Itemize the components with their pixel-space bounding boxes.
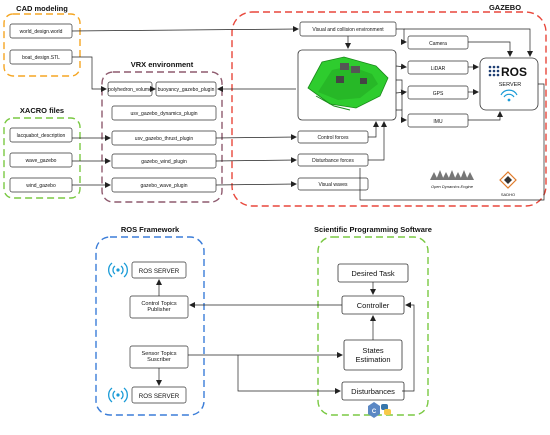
xacro-wave-box [9, 152, 73, 168]
ros-subscriber-text-wrap: Sensor Topics Suscriber [141, 350, 177, 363]
sci-desired-task-label: Desired Task [351, 269, 394, 278]
ros-server-bottom-box [131, 386, 187, 404]
ros-group-frame [95, 236, 205, 416]
gazebo-group-title: GAZEBO [489, 3, 521, 12]
ros-group-title: ROS Framework [121, 225, 180, 234]
ode-logo-text: Open Dynamics Engine [431, 184, 474, 189]
sadho-logo-text: SADHO [501, 192, 515, 197]
xacro-lacquabot-box [9, 127, 73, 143]
sensor-gps-box [407, 85, 469, 100]
xacro-group-frame [3, 117, 81, 199]
gazebo-disturbance-forces-label: Disturbance forces [312, 158, 354, 164]
ode-logo: Open Dynamics Engine [430, 170, 474, 189]
cad-group-title: CAD modeling [16, 4, 68, 13]
xacro-group-title: XACRO files [20, 106, 64, 115]
cad-group-frame [3, 13, 81, 77]
ros-wifi-top-icon [108, 262, 128, 278]
vrx-group-title: VRX environment [131, 60, 194, 69]
ros-wifi-bottom-icon [108, 387, 128, 403]
gazebo-visual-env-label: Visual and collision environment [312, 27, 384, 33]
wifi-icon [500, 89, 518, 102]
sensor-imu-box [407, 113, 469, 128]
cad-boat-label: boat_design.STL [22, 55, 60, 61]
cpp-python-logo: C [368, 402, 391, 418]
sci-controller-label: Controller [357, 301, 390, 310]
ros-publisher-label: Control Topics Publisher [141, 300, 177, 313]
ros-server-text: SERVER [499, 82, 522, 88]
connectors [71, 26, 545, 394]
sci-states-label: States Estimation [355, 346, 391, 364]
ros-grid-icon [488, 65, 500, 77]
vrx-polyhedron-label: polyhedron_volume [108, 87, 152, 93]
svg-text:C: C [372, 409, 377, 415]
sadho-logo: SADHO [499, 171, 517, 197]
gazebo-control-forces-label: Control forces [317, 135, 349, 141]
sci-states-text-wrap: States Estimation [355, 346, 391, 364]
vrx-dynamics-box [111, 105, 217, 121]
ros-server-top-box [131, 261, 187, 279]
sci-group-title: Scientific Programming Software [314, 225, 432, 234]
ros-subscriber-label: Sensor Topics Suscriber [141, 350, 177, 363]
sensor-camera-label: Camera [429, 41, 447, 47]
ros-logo-text: ROS [501, 65, 527, 79]
vrx-buoyancy-label: buoyancy_gazebo_plugin [158, 87, 215, 93]
sensor-camera-box [407, 35, 469, 50]
sensor-gps-label: GPS [433, 91, 444, 97]
vrx-thrust-label: usv_gazebo_thrust_plugin [135, 136, 194, 142]
cad-world-label: world_design.world [20, 29, 63, 35]
gazebo-visual-waves-box [297, 177, 369, 191]
vrx-group-frame [101, 71, 223, 203]
sensor-lidar-label: LiDAR [431, 66, 446, 72]
gazebo-group-frame [231, 11, 547, 207]
ros-server-top-label: ROS SERVER [139, 268, 180, 275]
gazebo-visual-waves-label: Visual waves [318, 182, 348, 188]
vrx-dynamics-label: usv_gazebo_dynamics_plugin [131, 111, 198, 117]
vrx-wind-plugin-label: gazebo_wind_plugin [141, 159, 187, 165]
boat-model-icon [307, 56, 389, 111]
ros-server-bottom-label: ROS SERVER [139, 393, 180, 400]
vrx-buoyancy-box [155, 81, 217, 97]
ros-publisher-text-wrap: Control Topics Publisher [141, 300, 177, 313]
sci-disturbances-label: Disturbances [351, 387, 395, 396]
sci-group-frame [317, 236, 429, 416]
sensor-lidar-box [407, 60, 469, 75]
xacro-lacquabot-label: lacquabot_description [17, 133, 66, 139]
vrx-wave-plugin-label: gazebo_wave_plugin [141, 183, 188, 189]
xacro-wind-label: wind_gazebo [26, 183, 56, 189]
xacro-wave-label: wave_gazebo [26, 158, 57, 164]
sensor-imu-label: IMU [433, 119, 443, 125]
